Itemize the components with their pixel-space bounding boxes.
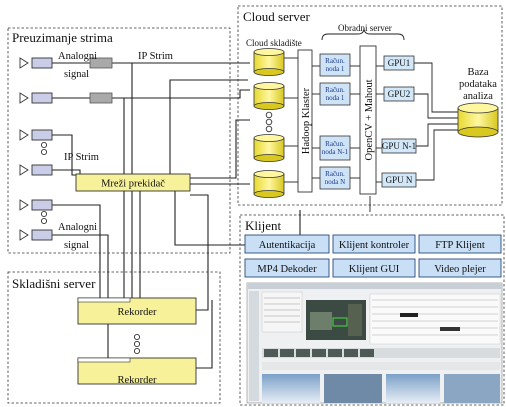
wires xyxy=(52,57,458,369)
compute-node-label: noda N-1 xyxy=(322,148,349,156)
client-modules: Autentikacija Klijent kontroler FTP Klij… xyxy=(244,234,502,278)
camera-icon xyxy=(19,164,53,176)
analytics-database-icon xyxy=(457,102,499,138)
gpu-label: GPU1 xyxy=(388,58,411,68)
storage-panel-title: Skladišni server xyxy=(12,276,96,291)
analytics-db-label: Baza xyxy=(468,67,489,78)
opencv-mahout xyxy=(359,45,377,195)
ip-stream-label-top: IP Strim xyxy=(138,51,173,62)
analog-signal-label-top-line2: signal xyxy=(64,69,89,80)
compute-node-label: Račun. xyxy=(325,170,345,178)
ip-stream-label-mid: IP Strim xyxy=(64,152,99,163)
processing-brace xyxy=(321,27,405,41)
compute-node xyxy=(319,53,351,77)
analytics-db-label: analiza xyxy=(463,91,493,102)
camera-group xyxy=(19,57,53,241)
client-gui-screenshot xyxy=(246,282,503,404)
camera-icon xyxy=(19,57,53,69)
camera-ellipsis xyxy=(40,141,48,225)
gpu-label: GPU2 xyxy=(388,89,411,99)
analog-encoder xyxy=(89,57,113,69)
analytics-db-label: podataka xyxy=(459,79,497,90)
client-module-label: MP4 Dekoder xyxy=(257,264,317,275)
gpu-box xyxy=(381,172,417,188)
storage-panel xyxy=(7,271,221,404)
camera-icon xyxy=(19,199,53,211)
recorder xyxy=(77,297,197,325)
gpu-label: GPU N-1 xyxy=(382,141,416,151)
client-module-label: FTP Klijent xyxy=(435,240,485,251)
analog-signal-label-bottom-line2: signal xyxy=(64,240,89,251)
gpu-label: GPU N xyxy=(386,175,413,185)
analog-encoder xyxy=(89,92,113,104)
client-module-label: Klijent kontroler xyxy=(339,240,410,251)
hadoop-cluster-label: Hadoop Klaster xyxy=(301,87,312,154)
cloud-storage-cylinders xyxy=(253,48,285,198)
compute-node-label: noda N xyxy=(325,178,345,186)
processing-server-label: Obradni server xyxy=(338,23,392,33)
compute-node-label: Račun. xyxy=(325,140,345,148)
client-panel-title: Klijent xyxy=(245,218,281,233)
cloud-storage-label: Cloud skladište xyxy=(246,38,302,48)
client-module-controller xyxy=(332,234,416,254)
opencv-mahout-label: OpenCV + Mahout xyxy=(364,79,375,160)
recorder xyxy=(77,357,197,385)
client-module-label: Autentikacija xyxy=(259,240,316,251)
client-module-label: Video plejer xyxy=(434,264,486,275)
compute-nodes: Račun. noda 1 Račun. noda 1 Račun. noda … xyxy=(319,53,351,190)
gpu-box xyxy=(383,86,415,102)
client-module-mp4 xyxy=(244,258,330,278)
client-module-label: Klijent GUI xyxy=(349,264,400,275)
recorder-ellipsis xyxy=(133,333,141,355)
network-switch-label: Mreži prekidač xyxy=(101,179,165,190)
stream-panel xyxy=(7,27,231,254)
storage-cylinder-icon xyxy=(253,82,285,110)
stream-panel-title: Preuzimanje strima xyxy=(12,30,113,45)
client-panel xyxy=(239,214,505,406)
storage-cylinder-icon xyxy=(253,48,285,76)
gpu-group: GPU1 GPU2 GPU N-1 GPU N xyxy=(381,55,417,188)
compute-node xyxy=(319,82,351,106)
hadoop-cluster xyxy=(297,49,313,193)
camera-icon xyxy=(19,129,53,141)
client-module-auth xyxy=(244,234,330,254)
cloud-panel-title: Cloud server xyxy=(243,9,310,24)
compute-node-label: Račun. xyxy=(325,86,345,94)
gpu-box xyxy=(383,55,415,71)
recorder-label: Rekorder xyxy=(117,375,157,386)
compute-node-label: Račun. xyxy=(325,57,345,65)
storage-cylinder-icon xyxy=(253,134,285,162)
client-module-gui xyxy=(332,258,416,278)
compute-node-label: noda 1 xyxy=(326,94,345,102)
compute-node-label: noda 1 xyxy=(326,65,345,73)
analog-signal-label-top-line1: Analogni xyxy=(58,51,97,62)
recorder-slot xyxy=(77,297,131,303)
camera-icon xyxy=(19,229,53,241)
storage-cylinder-icon xyxy=(253,170,285,198)
compute-node xyxy=(319,135,351,161)
recorder-label: Rekorder xyxy=(117,307,157,318)
client-module-ftp xyxy=(418,234,502,254)
compute-node xyxy=(319,166,351,190)
camera-icon xyxy=(19,92,53,104)
network-switch xyxy=(75,173,191,192)
client-module-player xyxy=(418,258,502,278)
recorder-slot xyxy=(77,357,131,363)
analog-signal-label-bottom-line1: Analogni xyxy=(58,222,97,233)
gpu-box xyxy=(381,138,417,154)
